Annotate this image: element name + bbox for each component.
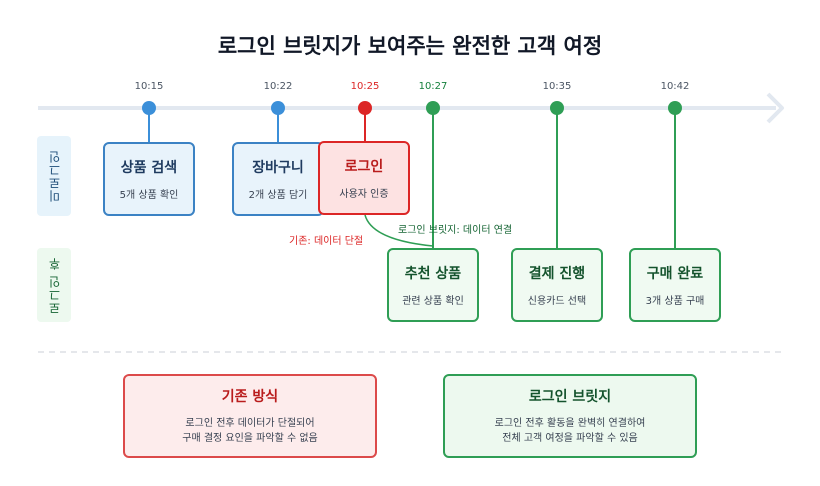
timeline-dot-5 (550, 101, 564, 115)
time-label: 10:22 (263, 81, 293, 92)
event-title: 추천 상품 (404, 266, 462, 282)
event-title: 로그인 (344, 159, 384, 175)
event-subtitle: 신용카드 선택 (527, 296, 587, 307)
lane-label: 로그인 후 (47, 256, 62, 314)
timeline-dot-4 (426, 101, 440, 115)
timeline-dot-3 (358, 101, 372, 115)
summary-line: 로그인 전후 데이터가 단절되어 (185, 418, 315, 429)
summary-legacy: 기존 방식 로그인 전후 데이터가 단절되어 구매 결정 요인을 파악할 수 없… (123, 374, 377, 458)
time-label: 10:42 (660, 81, 690, 92)
lane-before-login: 미로그인 (37, 136, 71, 216)
summary-desc: 로그인 전후 데이터가 단절되어 구매 결정 요인을 파악할 수 없음 (182, 416, 318, 446)
event-subtitle: 관련 상품 확인 (402, 296, 464, 307)
lane-label: 미로그인 (47, 150, 62, 202)
summary-line: 전체 고객 여정을 파악할 수 있음 (502, 433, 638, 444)
summary-title: 로그인 브릿지 (528, 389, 612, 405)
lane-after-login: 로그인 후 (37, 248, 71, 322)
summary-title: 기존 방식 (221, 389, 279, 405)
event-subtitle: 3개 상품 구매 (645, 296, 705, 307)
event-title: 장바구니 (252, 160, 304, 176)
event-title: 구매 완료 (646, 266, 704, 282)
summary-desc: 로그인 전후 활동을 완벽히 연결하여 전체 고객 여정을 파악할 수 있음 (495, 416, 646, 446)
timeline-dot-2 (271, 101, 285, 115)
timeline-arrow-icon (766, 92, 784, 124)
bridge-annotation: 로그인 브릿지: 데이터 연결 (398, 225, 513, 236)
event-subtitle: 사용자 인증 (339, 189, 389, 200)
event-box-checkout: 결제 진행 신용카드 선택 (511, 248, 603, 322)
time-label: 10:25 (350, 81, 380, 92)
event-subtitle: 5개 상품 확인 (119, 190, 179, 201)
event-box-recommend: 추천 상품 관련 상품 확인 (387, 248, 479, 322)
time-label: 10:35 (542, 81, 572, 92)
summary-bridge: 로그인 브릿지 로그인 전후 활동을 완벽히 연결하여 전체 고객 여정을 파악… (443, 374, 697, 458)
event-title: 결제 진행 (528, 266, 586, 282)
timeline-dot-1 (142, 101, 156, 115)
event-title: 상품 검색 (120, 160, 178, 176)
event-box-search: 상품 검색 5개 상품 확인 (103, 142, 195, 216)
legacy-annotation: 기존: 데이터 단절 (289, 236, 364, 247)
time-label: 10:27 (418, 81, 448, 92)
event-box-cart: 장바구니 2개 상품 담기 (232, 142, 324, 216)
event-box-login: 로그인 사용자 인증 (318, 141, 410, 215)
timeline-dot-6 (668, 101, 682, 115)
summary-line: 구매 결정 요인을 파악할 수 없음 (182, 433, 318, 444)
event-subtitle: 2개 상품 담기 (248, 190, 308, 201)
time-label: 10:15 (134, 81, 164, 92)
page-title: 로그인 브릿지가 보여주는 완전한 고객 여정 (217, 34, 603, 58)
event-box-purchase: 구매 완료 3개 상품 구매 (629, 248, 721, 322)
summary-line: 로그인 전후 활동을 완벽히 연결하여 (494, 418, 646, 429)
bridge-curve (364, 214, 434, 247)
